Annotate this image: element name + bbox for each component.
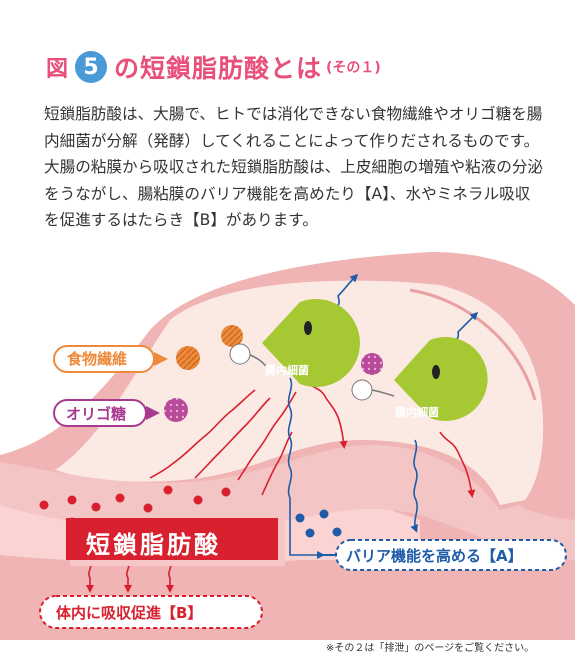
absorption-label: 体内に吸収促進【B】 [56, 604, 203, 622]
bacteria-1-hand [229, 343, 251, 365]
oligo-ball-1 [361, 353, 383, 375]
barrier-arrow-2 [410, 439, 418, 533]
intestine-lumen [55, 280, 544, 505]
figure-number-badge: 5 [75, 51, 108, 83]
bacteria-2-label: 腸内細菌 [395, 406, 439, 419]
bacteria-1-label: 腸内細菌 [265, 364, 309, 377]
barrier-label-box [335, 539, 567, 571]
oligo-ball-2 [164, 398, 188, 422]
page-title: の短鎖脂肪酸とは [114, 54, 323, 83]
figure-title: 図 5 の短鎖脂肪酸とは (その１) [46, 50, 381, 84]
short-chain-fatty-acid-diagram [0, 252, 575, 640]
barrier-wave [287, 377, 325, 559]
scfa-box [66, 518, 278, 560]
bacteria-2 [394, 337, 488, 421]
absorption-wave-2 [194, 397, 271, 479]
scfa-label: 短鎖脂肪酸 [86, 531, 221, 559]
description-text: 短鎖脂肪酸は、大腸で、ヒトでは消化できない食物繊維やオリゴ糖を腸内細菌が分解（発… [44, 105, 544, 229]
absorption-label-box [39, 595, 263, 629]
oligo-label: オリゴ糖 [66, 405, 127, 423]
absorption-wave-3 [237, 391, 297, 481]
fiber-label: 食物繊維 [67, 350, 128, 368]
absorption-wave-1 [149, 389, 256, 479]
fiber-ball-2 [176, 346, 200, 370]
absorption-wave-4 [261, 431, 293, 496]
acid-arrow-2 [439, 431, 476, 498]
figure-label: 図 [46, 57, 70, 82]
title-subtitle: (その１) [326, 60, 381, 76]
bacteria-2-hand [351, 379, 373, 401]
fiber-ball-1 [221, 325, 243, 347]
barrier-label: バリア機能を高める【A】 [346, 547, 523, 565]
bacteria-1 [262, 299, 360, 387]
footnote: ※その２は「排泄」のページをご覧ください。 [326, 643, 535, 654]
